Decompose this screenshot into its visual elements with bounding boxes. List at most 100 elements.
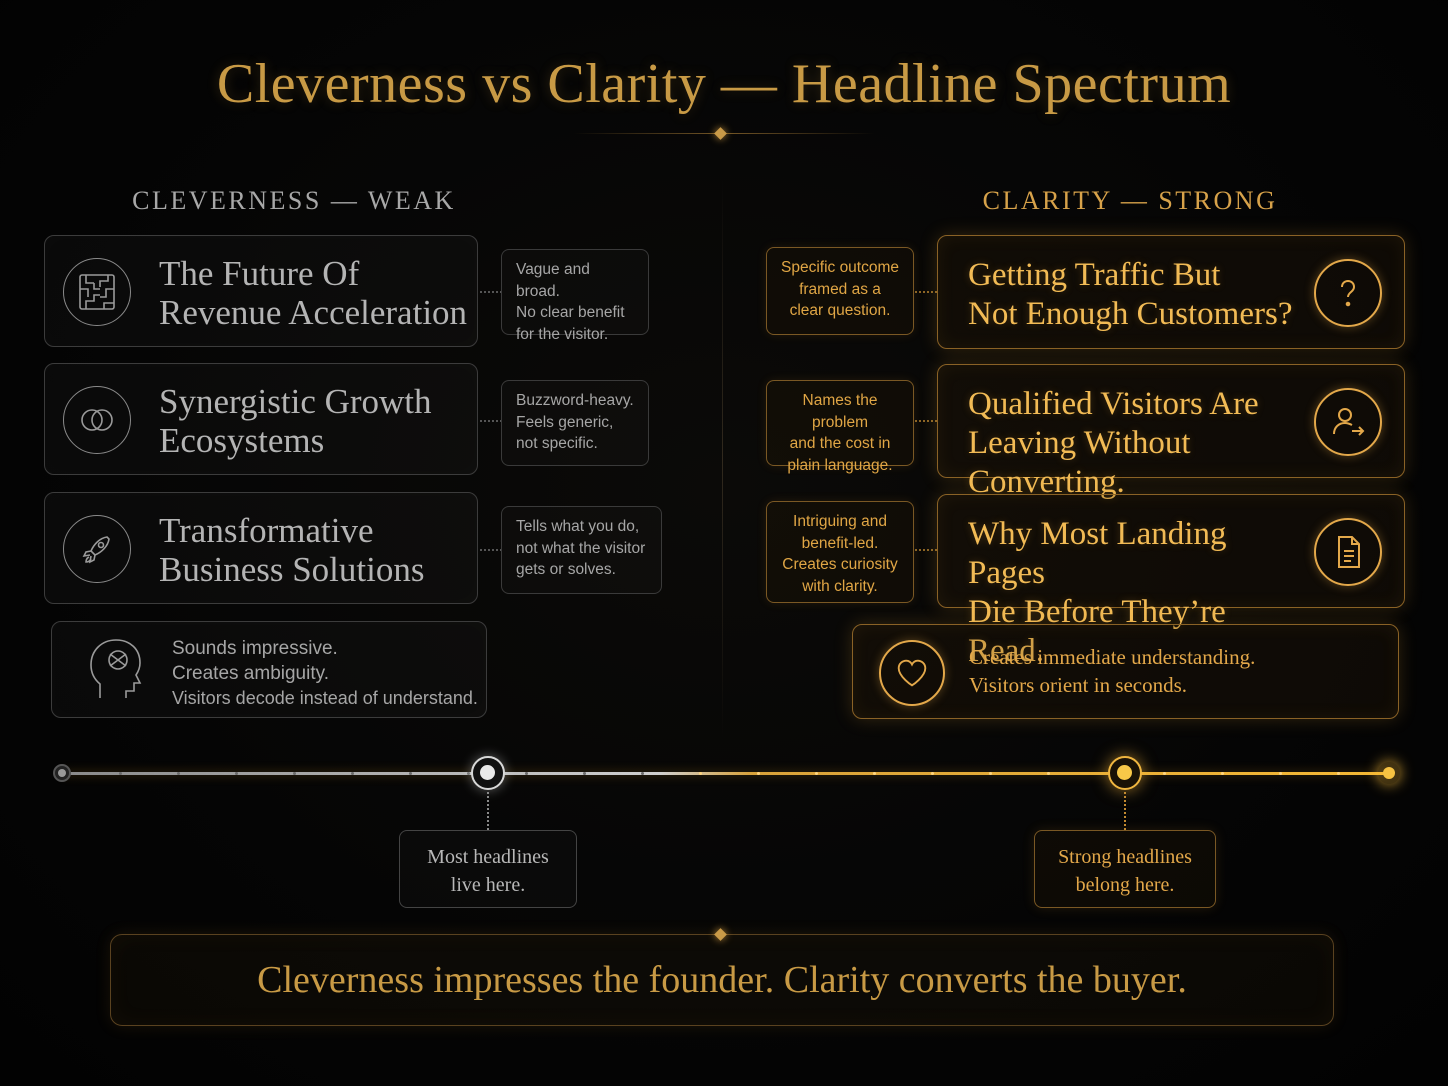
marker-label-line: Strong headlines [1058,846,1192,868]
weak-summary-line: Sounds impressive. [172,638,338,659]
note-line: framed as a [799,280,881,298]
spectrum-tick [1163,772,1166,775]
note-line: for the visitor. [516,325,609,343]
question-icon [1314,259,1382,327]
weak-spectrum-marker [471,756,505,790]
weak-headline-line: The Future Of [159,254,360,293]
marker-label-line: live here. [450,874,526,896]
strong-summary-line: Creates immediate understanding. [969,645,1256,669]
maze-icon [63,258,131,326]
strong-headline-line: Leaving Without Converting. [968,425,1191,500]
connector-dots [480,291,502,293]
strong-headline-line: Qualified Visitors Are [968,386,1259,422]
spectrum-tick [119,772,122,775]
spectrum-tick [1279,772,1282,775]
note-line: with clarity. [802,577,878,595]
page-title: Cleverness vs Clarity — Headline Spectru… [216,53,1232,115]
center-divider [722,178,723,738]
weak-headline-line: Synergistic Growth [159,382,432,421]
spectrum-tick [1047,772,1050,775]
note-line: not specific. [516,435,598,452]
weak-marker-label: Most headlines live here. [399,830,577,908]
spectrum-tick [931,772,934,775]
marker-label-line: belong here. [1075,874,1175,896]
strong-headline-line: Getting Traffic But [968,257,1221,293]
heart-icon [879,640,945,706]
spectrum-end-dot [1378,762,1400,784]
spectrum-tick [815,772,818,775]
user-leaving-icon [1314,388,1382,456]
connector-dots [915,549,937,551]
footer-banner [110,934,1334,1026]
weak-summary-card: Sounds impressive. Creates ambiguity. Vi… [51,621,487,718]
interlocking-rings-icon [63,386,131,454]
weak-note: Tells what you do, not what the visitor … [501,506,662,594]
note-line: Names the problem [802,392,878,431]
strong-summary-line: Visitors orient in seconds. [969,673,1188,697]
connector-dots [915,420,937,422]
note-line: Specific outcome [780,259,900,276]
note-line: Buzzword-heavy. [516,392,634,409]
note-line: Tells what you do, [516,518,640,535]
note-line: Feels generic, [516,413,614,431]
strong-headline-card: Getting Traffic But Not Enough Customers… [937,235,1405,349]
weak-headline-card: Transformative Business Solutions [44,492,478,604]
strong-headline-card: Qualified Visitors Are Leaving Without C… [937,364,1405,500]
note-line: plain language. [787,456,893,474]
strong-summary-card: Creates immediate understanding. Visitor… [852,624,1399,719]
rocket-icon [63,515,131,583]
spectrum-tick [873,772,876,775]
note-line: gets or solves. [516,561,616,578]
spectrum-tick [989,772,992,775]
weak-headline-line: Transformative [159,511,374,550]
spectrum-tick [1221,772,1224,775]
weak-headline-card: The Future Of Revenue Acceleration [44,235,478,347]
spectrum-tick [351,772,354,775]
weak-marker-connector [487,792,489,830]
title-diamond-ornament [714,127,727,140]
note-line: Creates curiosity [782,556,898,573]
spectrum-start-dot [53,764,71,782]
strong-marker-connector [1124,792,1126,830]
weak-headline-line: Business Solutions [159,550,425,589]
spectrum-tick [699,772,702,775]
weak-summary-line: Creates ambiguity. [172,663,329,684]
footer-tagline: Cleverness impresses the founder. Clarit… [257,959,1187,1001]
headline-spectrum-bar [62,772,1390,775]
weak-headline-line: Revenue Acceleration [159,293,468,332]
weak-note: Vague and broad. No clear benefit for th… [501,249,649,343]
connector-dots [915,291,937,293]
document-icon [1314,518,1382,586]
weak-column-heading: CLEVERNESS — WEAK [132,186,456,215]
note-line: and the cost in [789,435,891,452]
connector-dots [480,420,502,422]
note-line: clear question. [789,302,891,319]
note-line: not what the visitor [516,539,646,557]
strong-headline-line: Not Enough Customers? [968,296,1293,332]
spectrum-tick [409,772,412,775]
spectrum-tick [293,772,296,775]
spectrum-tick [757,772,760,775]
spectrum-tick [235,772,238,775]
note-line: No clear benefit [516,304,625,321]
strong-spectrum-marker [1108,756,1142,790]
note-line: benefit-led. [801,534,879,552]
spectrum-tick [1337,772,1340,775]
connector-dots [480,549,502,551]
spectrum-tick [583,772,586,775]
strong-marker-label: Strong headlines belong here. [1034,830,1216,908]
note-line: Intriguing and [793,513,887,530]
strong-column-heading: CLARITY — STRONG [982,186,1278,215]
strong-headline-line: Why Most Landing Pages [968,516,1227,591]
strong-headline-card: Why Most Landing Pages Die Before They’r… [937,494,1405,669]
confused-head-icon [88,636,144,707]
spectrum-tick [177,772,180,775]
spectrum-tick [641,772,644,775]
strong-note: Names the problem and the cost in plain … [766,380,914,474]
note-line: Vague and broad. [516,261,590,300]
strong-note: Intriguing and benefit-led. Creates curi… [766,501,914,603]
weak-note: Buzzword-heavy. Feels generic, not speci… [501,380,649,466]
marker-label-line: Most headlines [427,846,549,868]
weak-headline-card: Synergistic Growth Ecosystems [44,363,478,475]
weak-summary-line: Visitors decode instead of understand. [172,688,478,708]
